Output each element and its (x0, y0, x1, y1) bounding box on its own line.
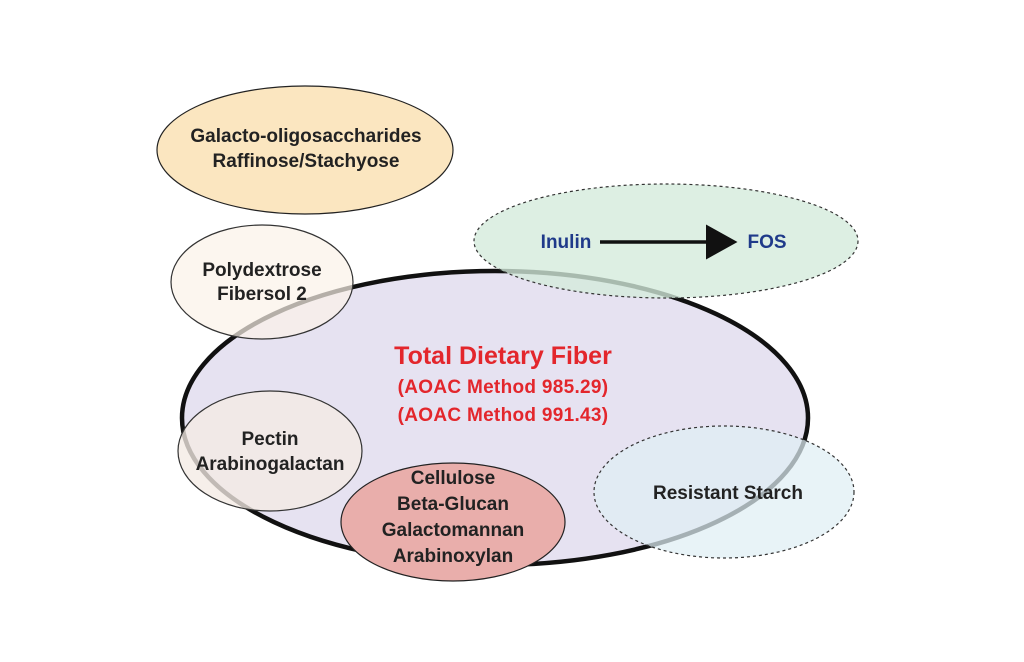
cellulose-line2: Beta-Glucan (397, 494, 509, 515)
cellulose-line1: Cellulose (411, 468, 495, 489)
cellulose-line4: Arabinoxylan (393, 546, 513, 567)
inulin-label: Inulin (541, 232, 592, 253)
aoac-method-985: (AOAC Method 985.29) (398, 377, 609, 398)
pectin-ellipse (177, 390, 363, 512)
total-dietary-fiber-title: Total Dietary Fiber (394, 342, 612, 370)
galacto-ellipse (156, 85, 454, 215)
pectin-line2: Arabinogalactan (196, 454, 345, 475)
galacto-line2: Raffinose/Stachyose (213, 151, 400, 172)
aoac-method-991: (AOAC Method 991.43) (398, 405, 609, 426)
cellulose-line3: Galactomannan (382, 520, 525, 541)
galacto-line1: Galacto-oligosaccharides (190, 126, 421, 147)
resistant-starch-ellipse (593, 425, 855, 559)
pectin-line1: Pectin (241, 429, 298, 450)
polydextrose-line1: Polydextrose (202, 260, 321, 281)
resistant-starch-label: Resistant Starch (653, 483, 803, 504)
fos-label: FOS (747, 232, 786, 253)
polydextrose-ellipse (170, 224, 354, 340)
cellulose-ellipse (340, 462, 566, 582)
polydextrose-line2: Fibersol 2 (217, 284, 307, 305)
